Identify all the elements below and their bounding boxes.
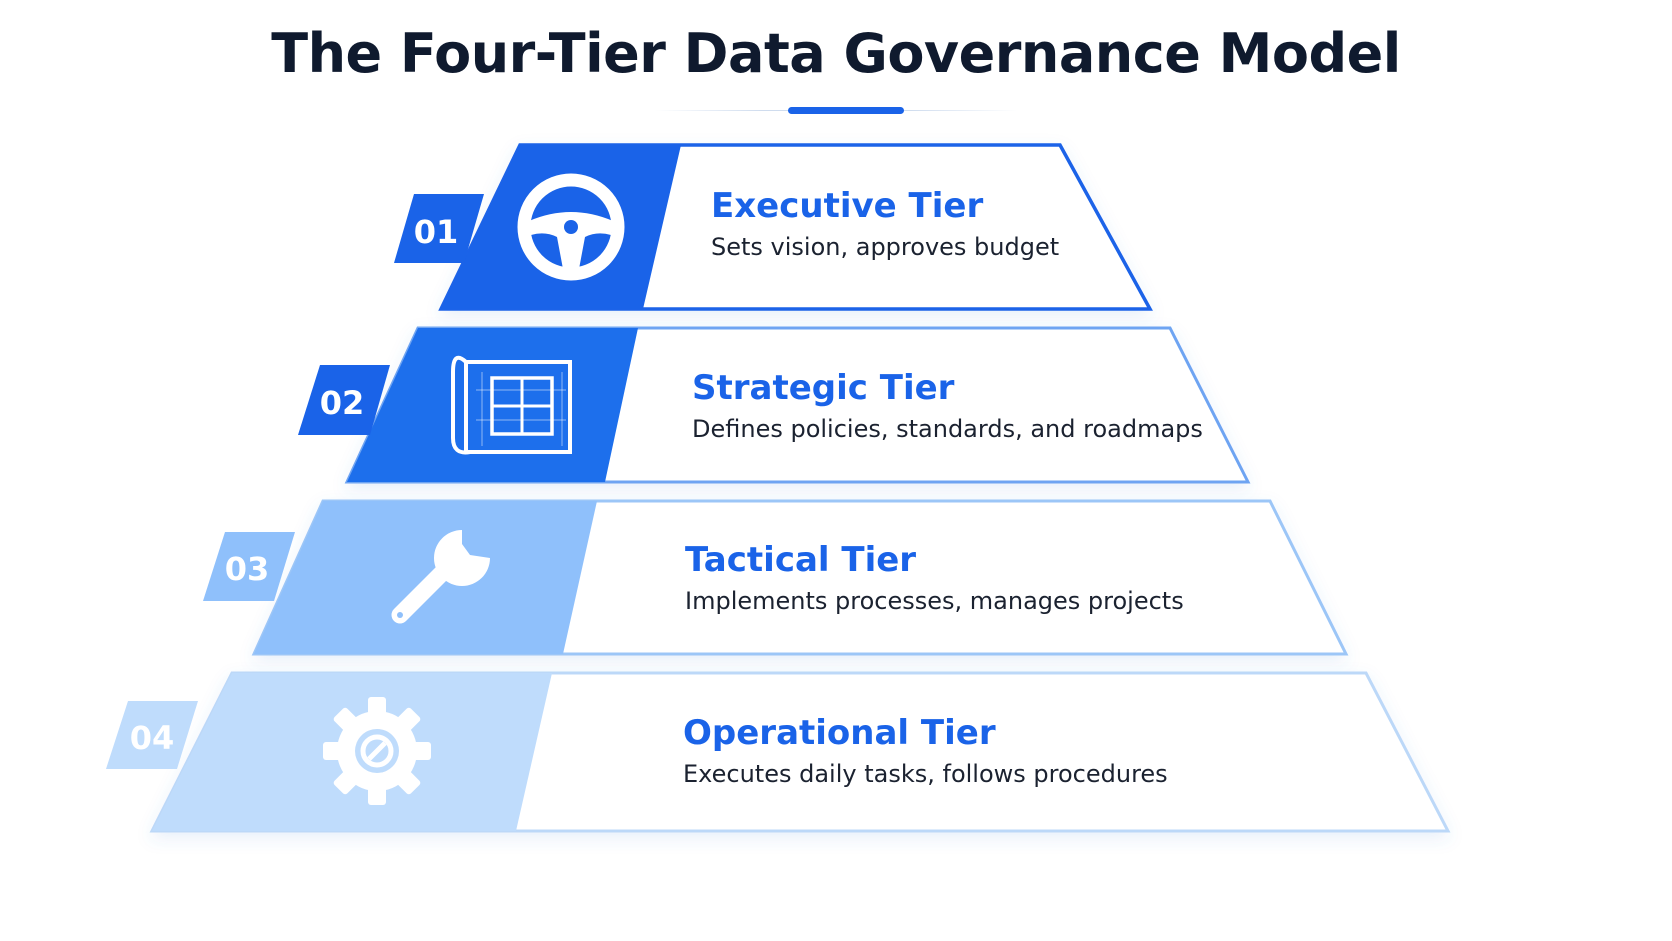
page-title: The Four-Tier Data Governance Model: [271, 22, 1401, 85]
steering-wheel-icon: [517, 173, 625, 281]
wrench-icon: [391, 530, 490, 624]
tier-number: 01: [414, 213, 459, 251]
tier-executive: 01: [394, 143, 1153, 311]
tier-title-operational: Operational Tier: [683, 713, 996, 753]
gear-icon: [323, 697, 431, 805]
number-badge: 01: [394, 194, 484, 263]
tier-operational: 04: [106, 671, 1451, 833]
tier-strategic: 02: [298, 326, 1251, 484]
blueprint-icon: [451, 355, 572, 455]
tier-description-operational: Executes daily tasks, follows procedures: [683, 760, 1168, 788]
title-accent-bar: [788, 107, 904, 114]
tier-description-executive: Sets vision, approves budget: [711, 233, 1060, 261]
tier-number: 04: [130, 719, 175, 757]
tier-number: 02: [320, 384, 365, 422]
number-badge: 03: [203, 532, 295, 601]
tier-title-executive: Executive Tier: [711, 186, 984, 226]
number-badge: 02: [298, 365, 390, 435]
tier-number: 03: [225, 550, 270, 588]
tier-title-strategic: Strategic Tier: [692, 368, 955, 408]
tier-title-tactical: Tactical Tier: [685, 540, 917, 580]
number-badge: 04: [106, 701, 198, 769]
tier-description-tactical: Implements processes, manages projects: [685, 587, 1184, 615]
tier-tactical: 03: [203, 499, 1349, 656]
tier-description-strategic: Defines policies, standards, and roadmap…: [692, 415, 1203, 443]
